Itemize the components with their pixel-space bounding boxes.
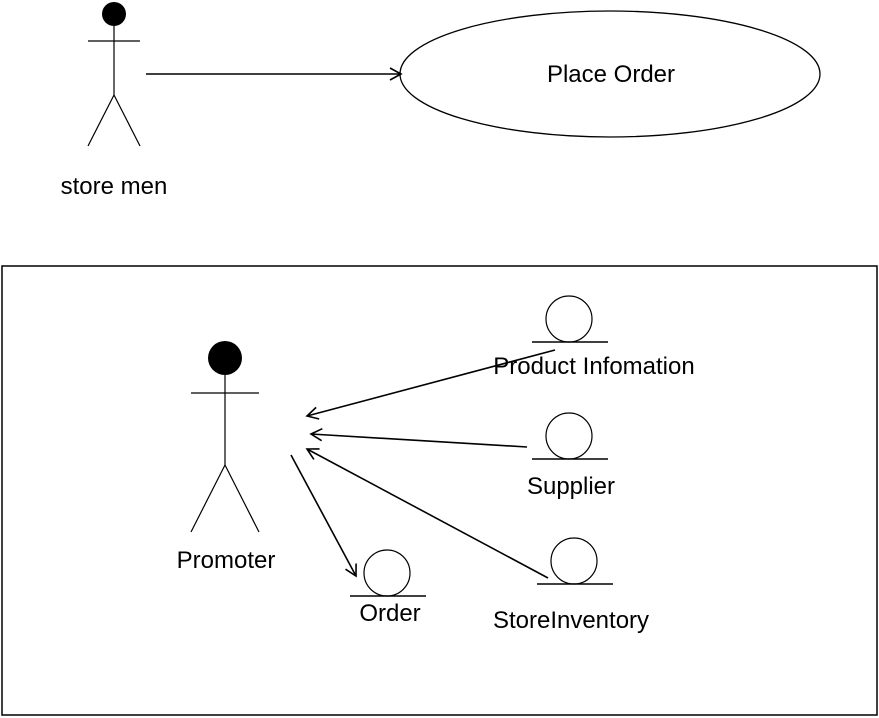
actor-left-leg	[190, 464, 226, 533]
promoter-label: Promoter	[177, 547, 276, 574]
supplier-entity-icon	[532, 412, 608, 460]
actor-head-icon	[208, 341, 242, 375]
store-men-label: store men	[61, 173, 168, 200]
product-information-label: Product Infomation	[493, 353, 694, 380]
store-men-actor	[87, 2, 141, 147]
actor-right-leg	[224, 464, 260, 533]
order-entity-icon	[350, 549, 426, 597]
product-info-to-promoter-arrow	[305, 349, 556, 420]
store-inventory-entity-icon	[537, 537, 613, 585]
actor-head-icon	[102, 2, 126, 26]
store-inventory-label: StoreInventory	[493, 607, 649, 634]
place-order-use-case	[399, 10, 821, 138]
robustness-frame	[1, 265, 878, 716]
use-case-label: Place Order	[547, 61, 675, 88]
product-information-entity-icon	[532, 295, 608, 343]
promoter-to-order-arrow	[290, 454, 357, 578]
actor-right-leg	[113, 94, 141, 147]
supplier-label: Supplier	[527, 473, 615, 500]
supplier-to-promoter-arrow	[309, 427, 528, 448]
actor-left-leg	[87, 94, 115, 147]
order-label: Order	[359, 600, 420, 627]
inventory-to-promoter-arrow	[305, 448, 549, 579]
promoter-actor	[190, 341, 260, 533]
